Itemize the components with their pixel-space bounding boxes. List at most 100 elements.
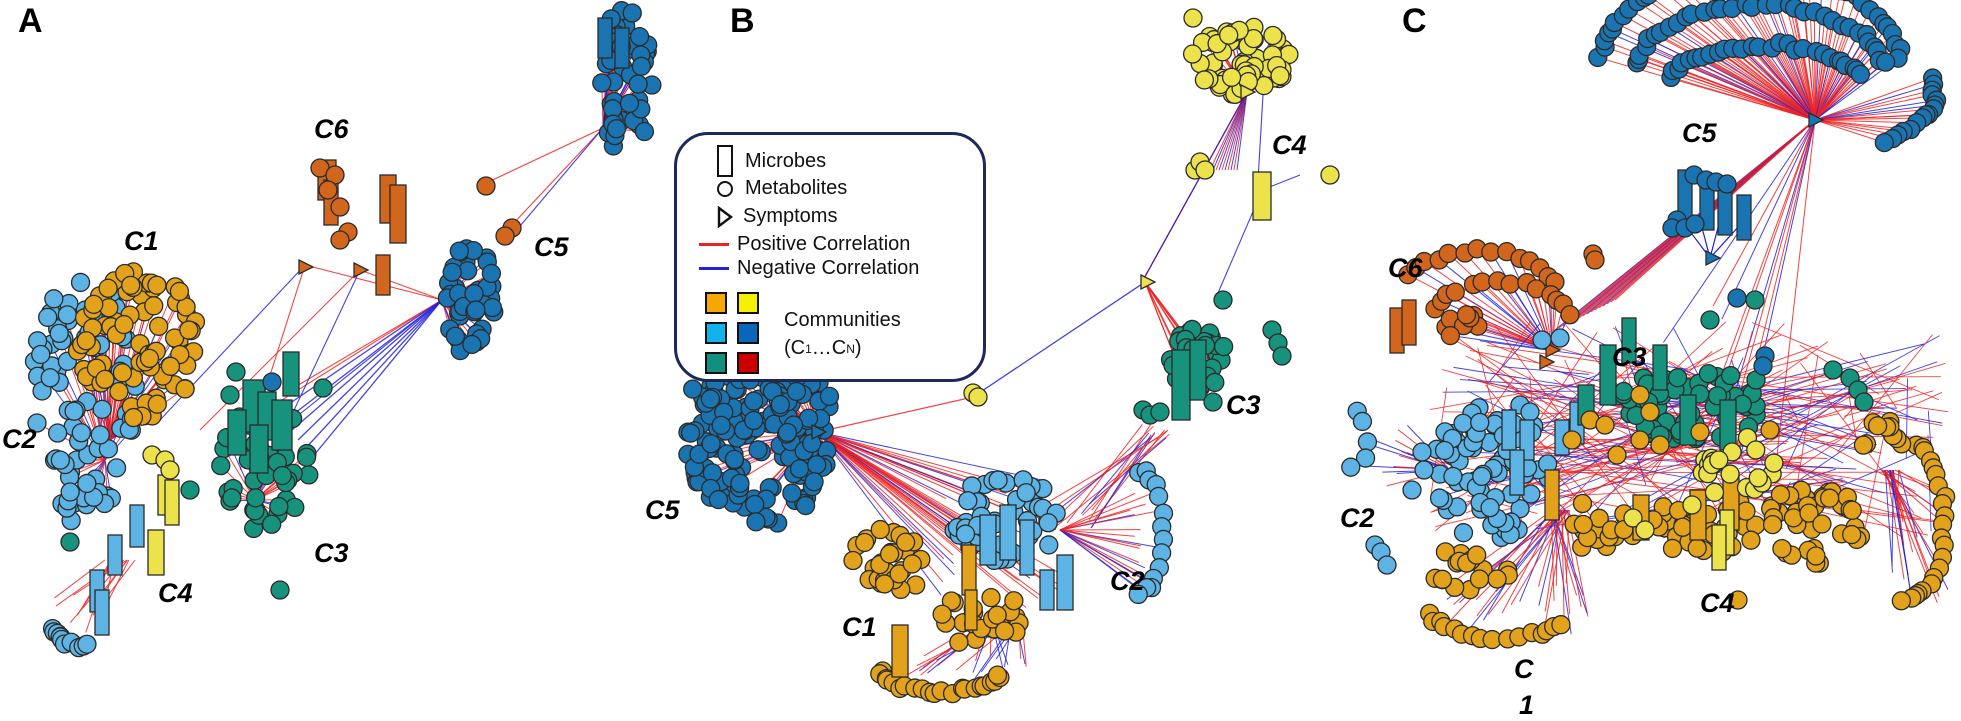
metabolite-node xyxy=(72,273,90,291)
metabolite-node xyxy=(227,363,245,381)
metabolite-node xyxy=(1573,495,1591,513)
metabolite-node xyxy=(844,552,862,570)
metabolite-node xyxy=(1184,45,1202,63)
metabolite-node xyxy=(91,426,109,444)
metabolite-node xyxy=(1005,592,1023,610)
panel-a-label-c1: C1 xyxy=(124,226,159,257)
community-swatch xyxy=(737,322,759,344)
metabolite-node xyxy=(771,396,789,414)
legend-label-metabolites: Metabolites xyxy=(745,177,847,200)
metabolite-node xyxy=(1699,365,1717,383)
community-swatches xyxy=(705,292,775,382)
negative-edge xyxy=(1142,92,1247,282)
metabolite-node xyxy=(465,285,483,303)
panel-a-label-c5: C5 xyxy=(534,232,569,263)
microbe-node xyxy=(1653,345,1667,390)
positive-edge xyxy=(360,270,442,300)
metabolite-node xyxy=(1184,9,1202,27)
metabolite-node xyxy=(115,316,133,334)
metabolite-node xyxy=(467,301,485,319)
metabolite-node xyxy=(1843,501,1861,519)
community-swatch xyxy=(737,352,759,374)
legend-label-symptoms: Symptoms xyxy=(743,205,837,228)
metabolite-node xyxy=(1663,539,1681,557)
metabolite-node xyxy=(145,297,163,315)
symptom-triangle-icon xyxy=(717,206,733,228)
nodes-layer xyxy=(26,0,1955,703)
legend-item-microbes: Microbes xyxy=(717,145,826,177)
microbe-node xyxy=(892,625,908,677)
microbe-node xyxy=(1040,570,1054,610)
metabolite-node xyxy=(61,483,79,501)
metabolite-node xyxy=(783,484,801,502)
microbe-node xyxy=(108,535,122,575)
metabolite-node xyxy=(747,513,765,531)
metabolite-node xyxy=(124,409,142,427)
metabolite-node xyxy=(623,4,641,22)
metabolite-node xyxy=(263,515,281,533)
metabolite-node xyxy=(1722,367,1740,385)
panel-b-label-c1: C1 xyxy=(842,612,877,643)
microbe-node xyxy=(1253,172,1271,220)
metabolite-node xyxy=(1415,461,1433,479)
metabolite-node xyxy=(996,622,1014,640)
metabolite-node xyxy=(1342,458,1360,476)
metabolite-node xyxy=(99,279,117,297)
metabolite-node xyxy=(314,379,332,397)
metabolite-node xyxy=(1471,413,1489,431)
metabolite-node xyxy=(1214,291,1232,309)
metabolite-node xyxy=(150,317,168,335)
metabolite-node xyxy=(1718,175,1736,193)
metabolite-node xyxy=(712,416,730,434)
metabolite-node xyxy=(1431,489,1449,507)
microbe-node xyxy=(130,505,144,547)
metabolite-node xyxy=(1353,412,1371,430)
negative-edge xyxy=(304,300,442,450)
panel-b-label-c5: C5 xyxy=(645,495,680,526)
metabolite-node xyxy=(1264,26,1282,44)
metabolite-node xyxy=(1433,570,1451,588)
microbe-node xyxy=(272,400,292,450)
negative-edge xyxy=(818,432,954,564)
metabolite-node xyxy=(856,533,874,551)
negative-edge xyxy=(286,300,442,420)
positive-edge xyxy=(290,300,442,390)
panel-c-label-c6: C6 xyxy=(1388,253,1423,284)
metabolite-node xyxy=(148,276,166,294)
edges-layer xyxy=(35,0,1949,679)
metabolite-node xyxy=(791,460,809,478)
metabolite-node xyxy=(446,327,464,345)
metabolite-node xyxy=(1631,386,1649,404)
metabolite-node xyxy=(1457,306,1475,324)
metabolite-node xyxy=(749,441,767,459)
metabolite-node xyxy=(1271,67,1289,85)
legend-item-positive: Positive Correlation xyxy=(699,233,910,256)
metabolite-node xyxy=(709,491,727,509)
metabolite-node xyxy=(1488,570,1506,588)
metabolite-node xyxy=(1691,423,1709,441)
microbe-node xyxy=(1000,505,1016,560)
metabolite-node xyxy=(65,402,83,420)
metabolite-node xyxy=(1040,536,1058,554)
metabolite-node xyxy=(881,545,899,563)
metabolite-node xyxy=(331,198,349,216)
metabolite-node xyxy=(1877,53,1895,71)
panel-c-label-c1-line2: 1 xyxy=(1519,690,1534,721)
metabolite-node xyxy=(221,386,239,404)
microbe-node xyxy=(250,425,268,473)
metabolite-node xyxy=(820,387,838,405)
metabolite-node xyxy=(247,489,265,507)
metabolite-node xyxy=(161,357,179,375)
panel-a-label-c3: C3 xyxy=(314,538,349,569)
legend-label-communities: Communities xyxy=(784,309,901,332)
metabolite-node xyxy=(956,525,974,543)
metabolite-node xyxy=(1821,489,1839,507)
microbe-node xyxy=(965,590,977,630)
microbe-node xyxy=(228,410,246,455)
panel-c-label-c1-line1: C xyxy=(1514,654,1534,685)
metabolite-node xyxy=(85,295,103,313)
legend-label-microbes: Microbes xyxy=(745,150,826,173)
metabolite-node xyxy=(725,450,743,468)
microbe-node xyxy=(1402,300,1416,345)
